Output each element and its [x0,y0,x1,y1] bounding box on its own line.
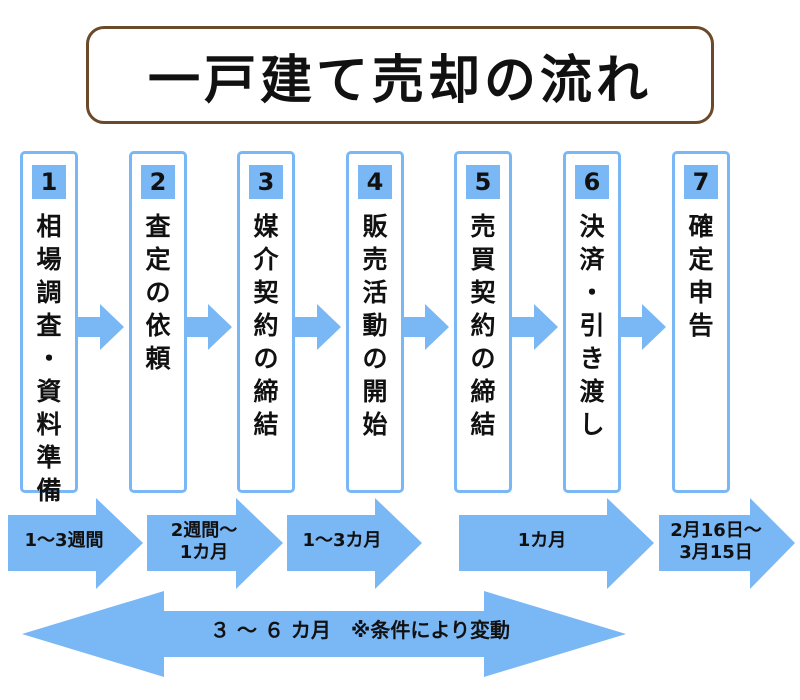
duration-label-1: 1〜3週間 [24,530,104,551]
duration-arrow-1 [8,498,143,589]
step-label: 媒介契約の締結 [253,212,279,439]
duration-arrow-4 [459,498,654,589]
connector-arrow [78,304,124,350]
duration-label-5-line1: 2月16日〜 [670,520,762,541]
connector-arrow [403,304,449,350]
duration-arrow-2 [147,498,283,589]
step-box-7: 7 確定申告 [672,151,730,493]
overall-double-arrow [22,591,626,677]
step-box-4: 4 販売活動の開始 [346,151,404,493]
step-box-3: 3 媒介契約の締結 [237,151,295,493]
connector-arrow [295,304,341,350]
title-box: 一戸建て売却の流れ [86,26,714,124]
step-label: 確定申告 [688,212,714,340]
step-box-1: 1 相場調査・資料準備 [20,151,78,505]
step-label: 販売活動の開始 [362,212,388,439]
duration-label-5-line2: 3月15日 [679,542,753,563]
step-label: 決済・引き渡し [579,212,605,439]
duration-label-2: 2週間〜 1カ月 [148,520,260,564]
step-box-6: 6 決済・引き渡し [563,151,621,493]
step-number: 3 [249,165,283,199]
step-box-2: 2 査定の依頼 [129,151,187,493]
step-label: 査定の依頼 [145,212,171,373]
step-label: 相場調査・資料準備 [36,212,62,505]
step-label: 売買契約の締結 [470,212,496,439]
duration-label-5: 2月16日〜 3月15日 [655,520,777,564]
connector-arrow [620,304,666,350]
step-number: 5 [466,165,500,199]
duration-label-4: 1カ月 [517,530,567,551]
duration-label-3: 1〜3カ月 [302,530,382,551]
overall-duration-label: ３ 〜 ６ カ月 ※条件により変動 [210,618,510,642]
duration-arrow-3 [287,498,422,589]
connector-arrow [512,304,558,350]
step-number: 1 [32,165,66,199]
duration-label-2-line1: 2週間〜 [170,520,238,541]
duration-arrow-5 [659,498,795,589]
step-number: 6 [575,165,609,199]
step-box-5: 5 売買契約の締結 [454,151,512,493]
connector-arrow [186,304,232,350]
step-number: 4 [358,165,392,199]
step-number: 7 [684,165,718,199]
duration-label-2-line2: 1カ月 [179,542,229,563]
step-number: 2 [141,165,175,199]
page-title: 一戸建て売却の流れ [147,50,652,111]
